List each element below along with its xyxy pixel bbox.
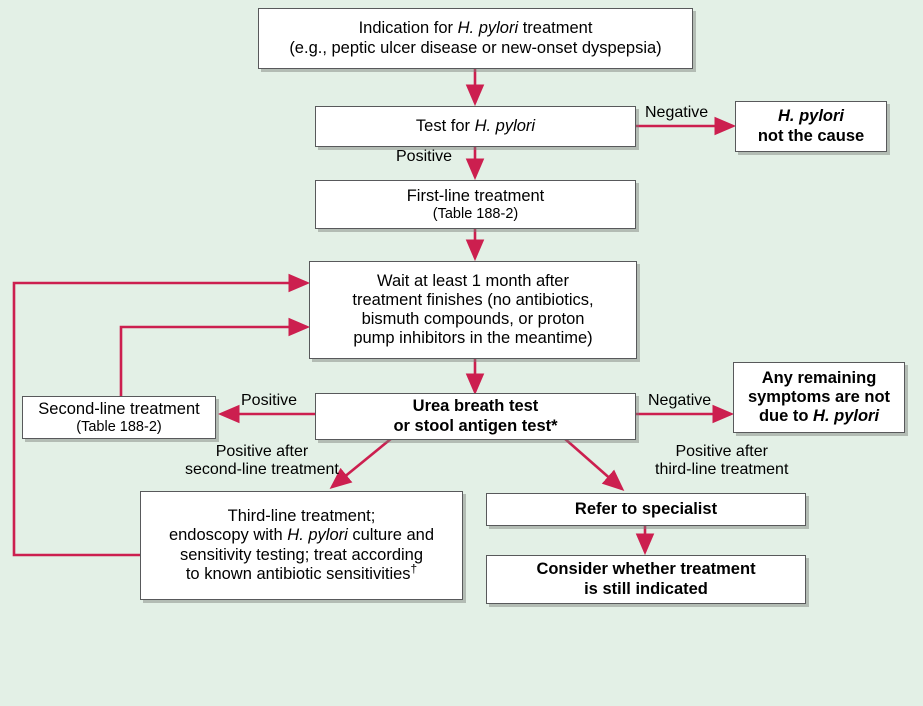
node-wait-one-month: Wait at least 1 month after treatment fi… bbox=[309, 261, 637, 359]
node-remaining-line2: symptoms are not bbox=[747, 387, 891, 406]
edge-label-negative-top: Negative bbox=[645, 104, 709, 121]
positive-after-second-line-l2: second-line treatment bbox=[185, 461, 339, 479]
node-not-cause-line1: H. pylori bbox=[777, 107, 844, 126]
edge-secondline-loop-to-wait bbox=[119, 317, 311, 396]
node-indication-line1: Indication for H. pylori treatment bbox=[358, 19, 593, 38]
node-first-line-title: First-line treatment bbox=[406, 186, 545, 205]
node-second-line-title: Second-line treatment bbox=[38, 399, 200, 418]
edge-label-negative-right: Negative bbox=[648, 392, 712, 409]
node-indication-line2: (e.g., peptic ulcer disease or new-onset… bbox=[289, 38, 662, 57]
positive-after-third-line-l1: Positive after bbox=[675, 443, 768, 460]
node-test-for-hpylori: Test for H. pylori bbox=[315, 106, 636, 147]
edge-label-positive-top: Positive bbox=[396, 148, 453, 165]
node-remaining-line3: due to H. pylori bbox=[758, 407, 880, 426]
node-consider-line2: is still indicated bbox=[584, 579, 708, 598]
node-wait-line3: bismuth compounds, or proton bbox=[361, 310, 585, 328]
node-wait-line2: treatment finishes (no antibiotics, bbox=[352, 290, 594, 309]
positive-after-third-line-l2: third-line treatment bbox=[655, 461, 789, 479]
edge-ureatest-to-refer bbox=[563, 437, 625, 492]
edge-label-positive-after-second-line: Positive after second-line treatment bbox=[185, 443, 339, 479]
node-urea-line2: or stool antigen test* bbox=[393, 416, 558, 435]
node-third-line-treatment: Third-line treatment; endoscopy with H. … bbox=[140, 491, 463, 600]
node-consider-treatment: Consider whether treatment is still indi… bbox=[486, 555, 806, 604]
node-urea-line1: Urea breath test bbox=[412, 397, 539, 416]
positive-after-second-line-l1: Positive after bbox=[215, 443, 309, 460]
node-not-the-cause: H. pylori not the cause bbox=[735, 101, 887, 152]
node-remaining-line1: Any remaining bbox=[761, 368, 877, 387]
node-remaining-symptoms: Any remaining symptoms are not due to H.… bbox=[733, 362, 905, 433]
edge-ureatest-to-thirdline bbox=[329, 436, 393, 489]
node-urea-breath-test: Urea breath test or stool antigen test* bbox=[315, 393, 636, 440]
node-wait-line4: pump inhibitors in the meantime) bbox=[353, 329, 593, 348]
edge-label-positive-left: Positive bbox=[241, 392, 298, 409]
node-first-line-table-ref: (Table 188-2) bbox=[432, 205, 519, 222]
node-indication: Indication for H. pylori treatment (e.g.… bbox=[258, 8, 693, 69]
node-third-line-line1: Third-line treatment; bbox=[227, 507, 376, 526]
node-test-line1: Test for H. pylori bbox=[415, 116, 536, 135]
node-second-line-treatment: Second-line treatment (Table 188-2) bbox=[22, 396, 216, 439]
node-third-line-line4: to known antibiotic sensitivities† bbox=[185, 561, 418, 583]
node-second-line-table-ref: (Table 188-2) bbox=[76, 418, 162, 435]
node-refer-to-specialist: Refer to specialist bbox=[486, 493, 806, 526]
edge-label-positive-after-third-line: Positive after third-line treatment bbox=[655, 443, 788, 479]
node-first-line-treatment: First-line treatment (Table 188-2) bbox=[315, 180, 636, 229]
node-wait-line1: Wait at least 1 month after bbox=[377, 271, 569, 290]
node-third-line-line2: endoscopy with H. pylori culture and bbox=[168, 526, 435, 545]
node-third-line-line3: sensitivity testing; treat according bbox=[179, 545, 424, 564]
node-not-cause-line2: not the cause bbox=[757, 126, 865, 145]
node-consider-line1: Consider whether treatment bbox=[536, 560, 756, 579]
node-refer-line1: Refer to specialist bbox=[574, 499, 718, 518]
